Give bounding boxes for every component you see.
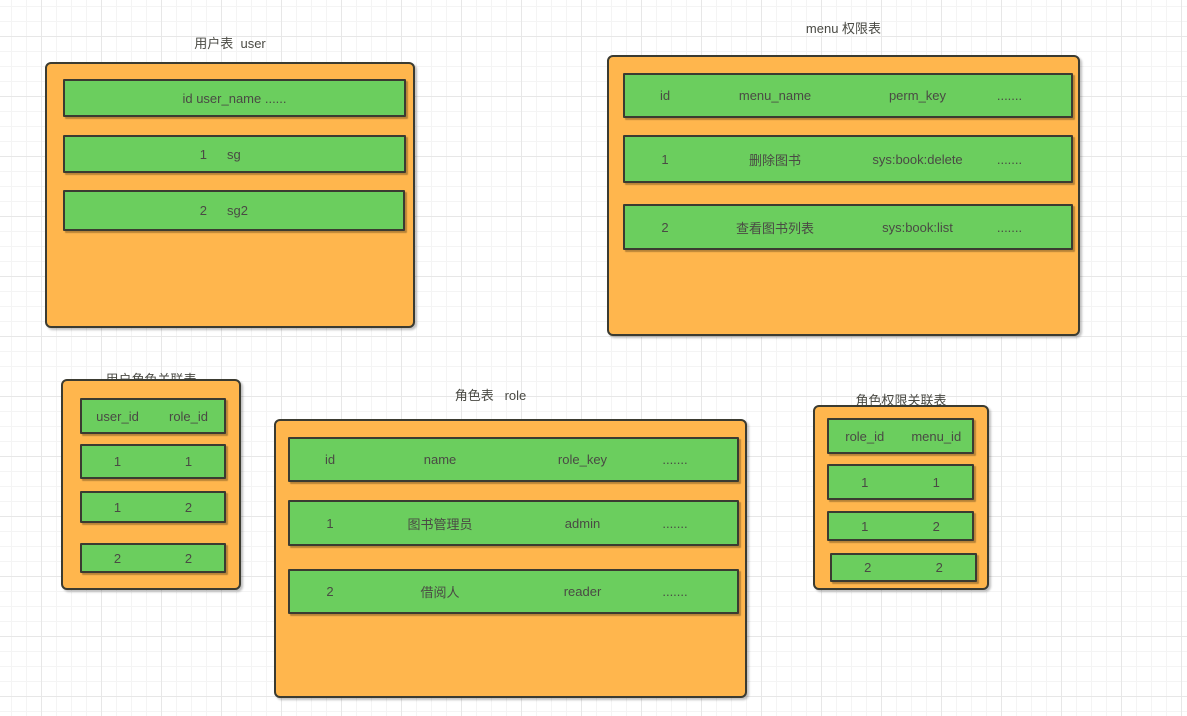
- user-role-row[interactable]: 2 2: [80, 543, 226, 573]
- cell-id: 2: [199, 203, 207, 218]
- cell-id: 2: [326, 584, 334, 599]
- user-role-row[interactable]: 1 1: [80, 444, 226, 479]
- cell-role-id: 1: [861, 518, 869, 534]
- user-role-table[interactable]: user_id role_id 1 1 1 2 2 2: [61, 379, 241, 590]
- header-cell-menu-name: menu_name: [738, 88, 812, 103]
- cell-role-key: admin: [564, 515, 601, 531]
- role-table-header-row[interactable]: id name role_key .......: [288, 437, 739, 482]
- cell-perm-key: sys:book:list: [882, 219, 953, 235]
- role-table-title[interactable]: 角色表 role: [454, 388, 527, 403]
- cell-menu-id: 2: [932, 518, 940, 534]
- header-cell-id: id: [324, 452, 336, 467]
- role-table[interactable]: id name role_key ....... 1 图书管理员 admin .…: [274, 419, 747, 698]
- cell-role-key: reader: [563, 584, 602, 599]
- cell-role-id: 2: [864, 560, 872, 575]
- cell-etc: .......: [662, 584, 688, 599]
- role-menu-header-row[interactable]: role_id menu_id: [827, 418, 974, 454]
- cell-user-id: 2: [113, 550, 122, 566]
- role-menu-row[interactable]: 1 1: [827, 464, 974, 500]
- cell-etc: .......: [662, 515, 688, 531]
- header-cell-user-id: user_id: [96, 408, 139, 424]
- cell-id: 1: [661, 151, 669, 167]
- user-table-header-row[interactable]: id user_name ......: [63, 79, 406, 117]
- cell-id: 1: [326, 515, 334, 531]
- user-table-row[interactable]: 2 sg2: [63, 190, 405, 231]
- header-cell-menu-id: menu_id: [911, 428, 962, 444]
- role-menu-table[interactable]: role_id menu_id 1 1 1 2 2 2: [813, 405, 989, 590]
- user-table[interactable]: id user_name ...... 1 sg 2 sg2: [45, 62, 415, 328]
- header-cell-name: name: [423, 452, 457, 467]
- cell-menu-name: 查看图书列表: [735, 220, 814, 236]
- header-cell-role-key: role_key: [557, 452, 608, 467]
- user-role-header-row[interactable]: user_id role_id: [80, 398, 226, 434]
- role-menu-row[interactable]: 1 2: [827, 511, 974, 541]
- cell-etc: .......: [996, 219, 1023, 235]
- role-menu-title-line1: 角色权限关联表: [855, 393, 947, 408]
- user-table-row[interactable]: 1 sg: [63, 135, 406, 173]
- cell-role-id: 1: [861, 474, 869, 490]
- role-menu-row[interactable]: 2 2: [830, 553, 977, 582]
- cell-role-id: 2: [184, 499, 193, 515]
- cell-menu-id: 2: [935, 560, 943, 575]
- user-role-row[interactable]: 1 2: [80, 491, 226, 523]
- cell-menu-id: 1: [932, 474, 940, 490]
- cell-name: 借阅人: [420, 585, 460, 600]
- header-cell-etc: .......: [662, 452, 688, 467]
- cell-user-name: sg2: [227, 203, 248, 218]
- cell-user-id: 1: [113, 454, 122, 469]
- cell-role-id: 1: [184, 454, 193, 469]
- header-cell-perm-key: perm_key: [888, 88, 947, 103]
- cell-name: 图书管理员: [407, 516, 473, 532]
- cell-id: 2: [661, 219, 669, 235]
- header-cell: id user_name ......: [182, 90, 287, 106]
- menu-table-row[interactable]: 2 查看图书列表 sys:book:list .......: [623, 204, 1073, 250]
- header-cell-id: id: [659, 88, 671, 103]
- cell-perm-key: sys:book:delete: [872, 151, 963, 167]
- menu-table-title[interactable]: menu 权限表: [805, 21, 882, 36]
- header-cell-role-id: role_id: [845, 428, 885, 444]
- header-cell-etc: .......: [996, 88, 1023, 103]
- cell-id: 1: [199, 146, 207, 162]
- menu-table-row[interactable]: 1 删除图书 sys:book:delete .......: [623, 135, 1073, 183]
- menu-table-header-row[interactable]: id menu_name perm_key .......: [623, 73, 1073, 118]
- cell-role-id: 2: [184, 550, 193, 566]
- cell-etc: .......: [996, 151, 1023, 167]
- role-table-row[interactable]: 2 借阅人 reader .......: [288, 569, 739, 614]
- cell-user-id: 1: [113, 499, 122, 515]
- user-table-title[interactable]: 用户表 user: [194, 36, 266, 51]
- role-table-row[interactable]: 1 图书管理员 admin .......: [288, 500, 739, 546]
- cell-user-name: sg: [227, 146, 241, 162]
- header-cell-role-id: role_id: [168, 408, 209, 424]
- menu-table[interactable]: id menu_name perm_key ....... 1 删除图书 sys…: [607, 55, 1080, 336]
- cell-menu-name: 删除图书: [748, 152, 801, 168]
